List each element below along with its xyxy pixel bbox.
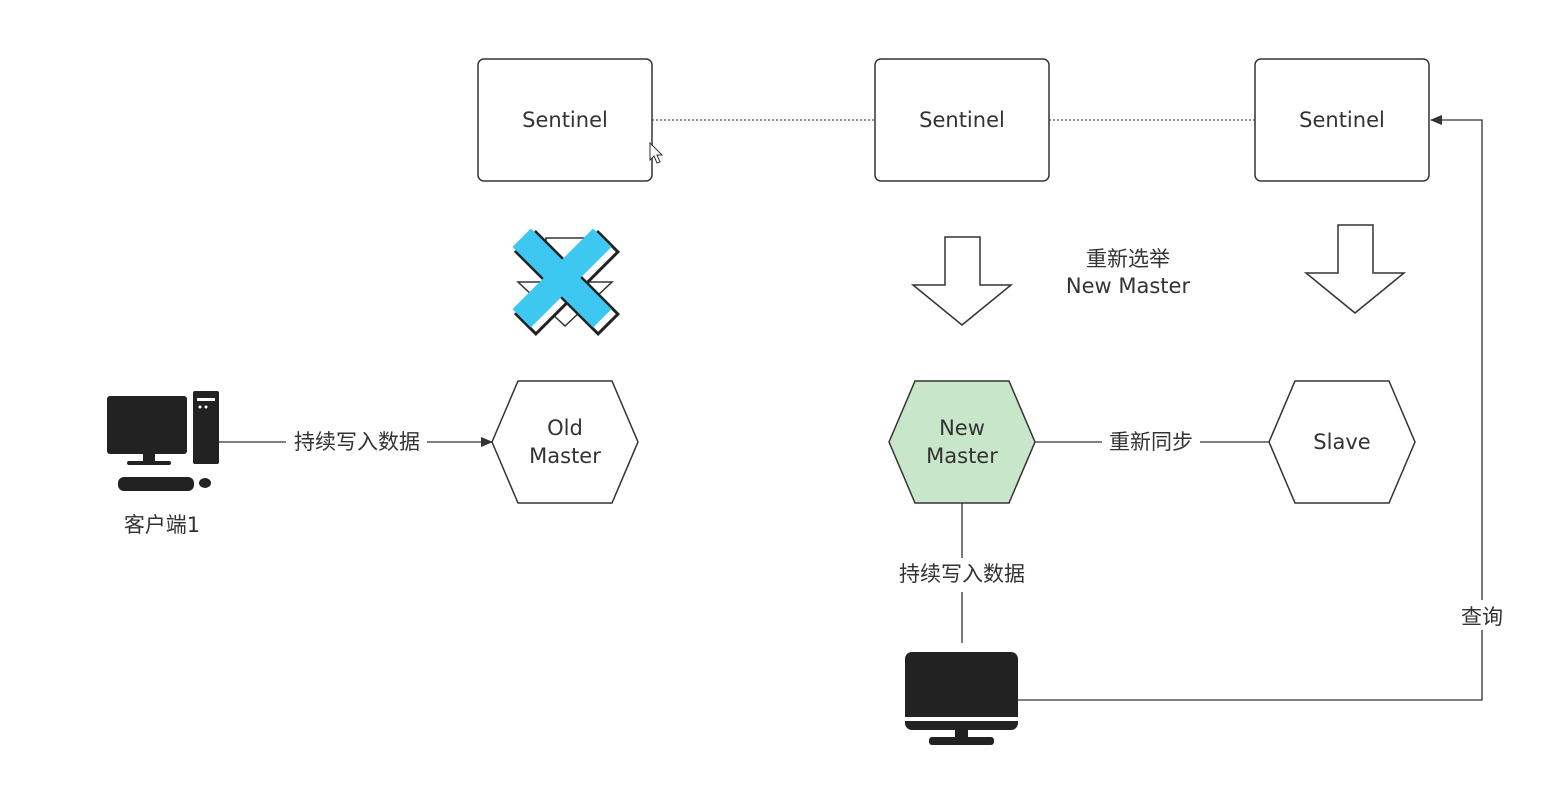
down-arrow-icon: [910, 236, 1014, 326]
reelect-label-line2: New Master: [1066, 274, 1191, 298]
write-left-label: 持续写入数据: [294, 430, 420, 454]
monitor-icon: [905, 652, 1018, 745]
old-master-label-line2: Master: [529, 444, 601, 468]
sentinel-node-1: Sentinel: [477, 58, 653, 182]
cursor-icon: [649, 141, 664, 164]
old-master-label-line1: Old: [547, 416, 583, 440]
reelect-label-line1: 重新选举: [1086, 247, 1170, 271]
new-master-label-line2: Master: [926, 444, 998, 468]
write-bottom-label: 持续写入数据: [899, 562, 1025, 586]
sentinel-label: Sentinel: [1299, 108, 1385, 132]
new-master-label-line1: New: [939, 416, 985, 440]
sentinel-label: Sentinel: [919, 108, 1005, 132]
new-master-node: New Master: [888, 380, 1036, 504]
old-master-node: Old Master: [491, 380, 639, 504]
query-label: 查询: [1461, 605, 1503, 629]
sentinel-node-3: Sentinel: [1254, 58, 1430, 182]
down-arrow-icon: [1303, 224, 1407, 314]
client1-label: 客户端1: [124, 513, 200, 537]
sentinel-node-2: Sentinel: [874, 58, 1050, 182]
sentinel-label: Sentinel: [522, 108, 608, 132]
desktop-computer-icon: [107, 391, 219, 491]
query-edge-upper: [1430, 115, 1483, 600]
cross-failed-icon: [512, 228, 621, 337]
slave-label: Slave: [1313, 430, 1370, 454]
resync-label: 重新同步: [1109, 430, 1193, 454]
slave-node: Slave: [1268, 380, 1416, 504]
query-edge-lower: [1018, 630, 1483, 701]
